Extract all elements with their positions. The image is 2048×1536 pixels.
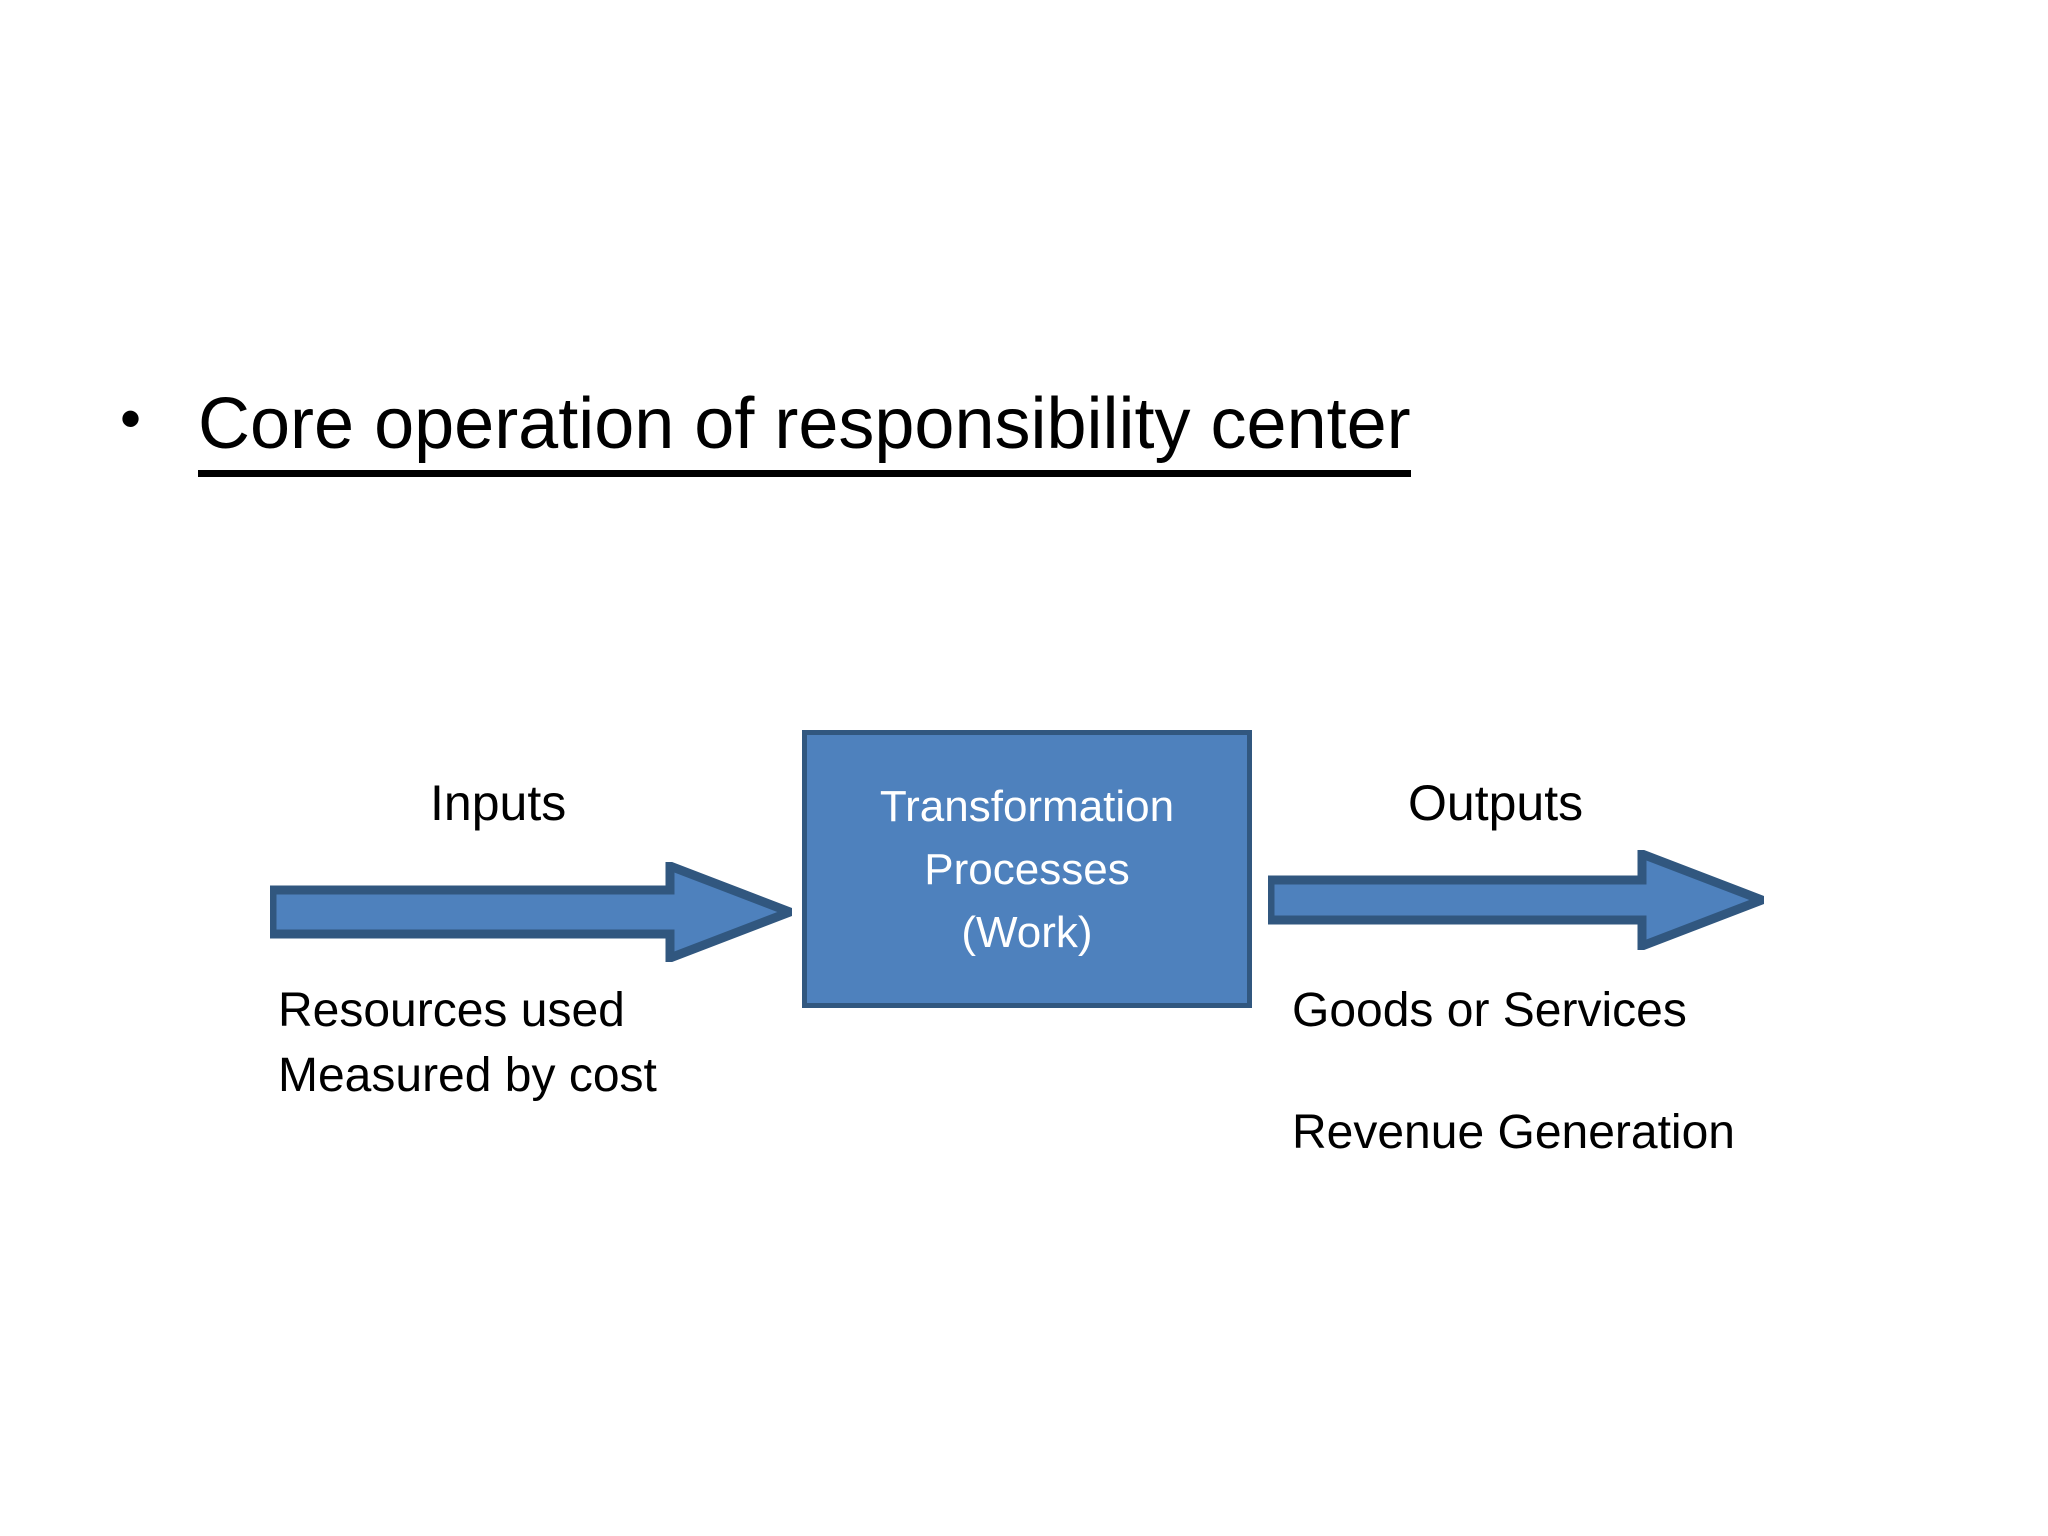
inputs-detail-text: Resources used Measured by cost — [278, 978, 657, 1108]
transformation-box-line-3: (Work) — [961, 907, 1093, 957]
bullet-icon: • — [120, 385, 142, 452]
inputs-detail-line-2: Measured by cost — [278, 1049, 657, 1102]
inputs-detail-line-1: Resources used — [278, 984, 625, 1037]
page-title: • Core operation of responsibility cente… — [120, 380, 1820, 490]
outputs-detail-line-1: Goods or Services — [1292, 984, 1687, 1037]
page-title-text: Core operation of responsibility center — [198, 380, 1411, 477]
outputs-label: Outputs — [1408, 775, 1584, 831]
inputs-arrow-icon — [270, 862, 792, 962]
inputs-label: Inputs — [430, 775, 567, 831]
transformation-box-line-2: Processes — [924, 844, 1130, 894]
transformation-box-line-1: Transformation — [879, 781, 1175, 831]
outputs-arrow-icon — [1268, 850, 1764, 950]
transformation-process-box: Transformation Processes (Work) — [802, 730, 1252, 1008]
outputs-detail-line-2: Revenue Generation — [1292, 1106, 1735, 1159]
